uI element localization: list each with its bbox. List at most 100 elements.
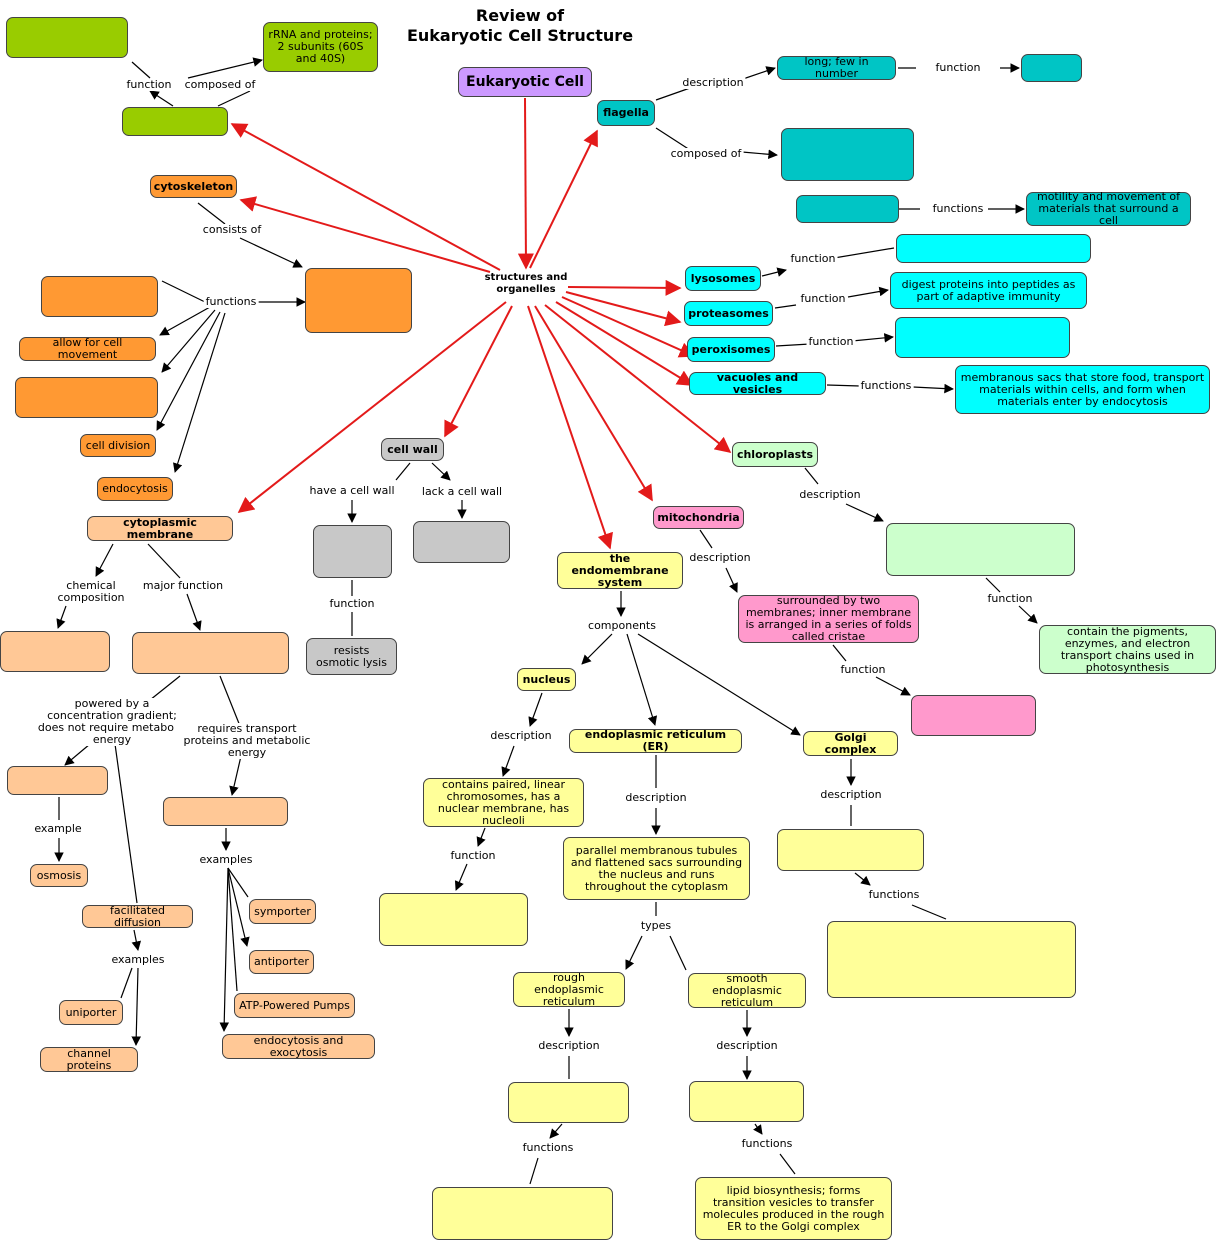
link-connector [655, 87, 691, 101]
vacuoles-function-box[interactable]: membranous sacs that store food, transpo… [955, 365, 1210, 414]
link-connector [187, 57, 263, 79]
cytoskeleton-components-box[interactable] [305, 268, 412, 333]
symporter-box[interactable]: symporter [249, 899, 316, 924]
peroxisomes-node[interactable]: peroxisomes [687, 337, 775, 362]
membrane-composition-box[interactable] [0, 631, 110, 672]
link-connector [227, 867, 249, 898]
link-connector [549, 1123, 563, 1139]
flagella-node[interactable]: flagella [597, 100, 655, 126]
peroxisomes-function-box[interactable] [895, 317, 1070, 358]
have-cell-wall-box[interactable] [313, 525, 392, 578]
link-connector [761, 267, 787, 277]
chloroplasts-node[interactable]: chloroplasts [732, 442, 818, 467]
cytoskeleton-node[interactable]: cytoskeleton [150, 175, 237, 198]
rough-er-function-box[interactable] [432, 1187, 613, 1240]
ribosome-composition-box[interactable]: rRNA and proteins; 2 subunits (60S and 4… [263, 22, 378, 72]
cytoskeleton-function-1[interactable] [41, 276, 158, 317]
label-cyto-functions: functions [203, 295, 259, 308]
ribosome-function-box[interactable] [6, 17, 128, 58]
link-connector [114, 743, 138, 904]
hub-connector [444, 305, 513, 438]
nucleus-node[interactable]: nucleus [517, 668, 576, 691]
passive-transport-box[interactable] [7, 766, 108, 795]
flagella-function-box[interactable] [1021, 54, 1082, 82]
link-connector [395, 462, 411, 481]
link-connector [64, 743, 91, 766]
cytoskeleton-function-4[interactable]: cell division [80, 434, 156, 457]
proteasomes-node[interactable]: proteasomes [684, 301, 773, 326]
label-perox-function: function [806, 335, 856, 348]
cell-wall-function-box[interactable]: resists osmotic lysis [306, 638, 397, 675]
lysosomes-function-box[interactable] [896, 234, 1091, 263]
smooth-er-function-box[interactable]: lipid biosynthesis; forms transition ves… [695, 1177, 892, 1240]
osmosis-box[interactable]: osmosis [30, 864, 88, 887]
link-connector [529, 1157, 539, 1185]
er-node[interactable]: endoplasmic reticulum (ER) [569, 729, 742, 753]
uniporter-box[interactable]: uniporter [59, 1000, 123, 1025]
atp-pumps-box[interactable]: ATP-Powered Pumps [234, 993, 355, 1018]
link-connector [741, 149, 778, 160]
lack-cell-wall-box[interactable] [413, 521, 510, 563]
link-connector [1018, 605, 1038, 624]
hub-connector [555, 301, 694, 386]
label-cilia-functions: functions [930, 202, 986, 215]
label-have-wall: have a cell wall [307, 484, 397, 497]
golgi-complex-node[interactable]: Golgi complex [803, 731, 898, 756]
label-chemical-composition: chemical composition [52, 580, 130, 604]
link-connector [173, 312, 226, 473]
cytoskeleton-function-3[interactable] [15, 377, 158, 418]
label-consists-of: consists of [200, 223, 264, 236]
smooth-er-node[interactable]: smooth endoplasmic reticulum [688, 972, 806, 1008]
label-mito-description: description [687, 551, 753, 564]
link-connector [847, 286, 889, 298]
er-description-box[interactable]: parallel membranous tubules and flattene… [563, 837, 750, 900]
proteasomes-function-box[interactable]: digest proteins into peptides as part of… [890, 272, 1087, 309]
hub-node[interactable]: structures and organelles [484, 272, 568, 295]
nucleus-function-box[interactable] [379, 893, 528, 946]
rough-er-node[interactable]: rough endoplasmic reticulum [513, 971, 625, 1007]
label-major-function: major function [140, 579, 226, 592]
hub-connector [561, 296, 696, 358]
label-mito-function: function [838, 663, 888, 676]
label-rough-functions: functions [520, 1141, 576, 1154]
lysosomes-node[interactable]: lysosomes [685, 266, 761, 291]
link-connector [753, 1123, 763, 1135]
chloroplasts-description-box[interactable] [886, 523, 1075, 576]
membrane-major-function-box[interactable] [132, 632, 289, 674]
channel-proteins-box[interactable]: channel proteins [40, 1047, 138, 1072]
cytoskeleton-function-2[interactable]: allow for cell movement [19, 337, 156, 361]
active-transport-box[interactable] [163, 797, 288, 826]
label-nucleus-description: description [488, 729, 554, 742]
link-connector [476, 827, 486, 847]
ribosomes-node[interactable] [122, 107, 228, 136]
endocytosis-exocytosis-box[interactable]: endocytosis and exocytosis [222, 1034, 375, 1059]
mitochondria-node[interactable]: mitochondria [653, 506, 744, 529]
cilia-function-box[interactable]: motility and movement of materials that … [1026, 191, 1191, 227]
mitochondria-description-box[interactable]: surrounded by two membranes; inner membr… [738, 595, 919, 643]
golgi-function-box[interactable] [827, 921, 1076, 998]
link-connector [227, 867, 238, 992]
antiporter-box[interactable]: antiporter [249, 950, 314, 974]
cytoplasmic-membrane-node[interactable]: cytoplasmic membrane [87, 516, 233, 541]
cilia-node[interactable] [796, 195, 899, 223]
root-node[interactable]: Eukaryotic Cell [458, 67, 592, 97]
golgi-description-box[interactable] [777, 829, 924, 871]
mitochondria-function-box[interactable] [911, 695, 1036, 736]
cell-wall-node[interactable]: cell wall [381, 438, 444, 461]
nucleus-description-box[interactable]: contains paired, linear chromosomes, has… [423, 778, 584, 827]
smooth-er-description-box[interactable] [689, 1081, 804, 1122]
title-line-2: Eukaryotic Cell Structure [406, 26, 634, 45]
flagella-composition-box[interactable] [781, 128, 914, 181]
link-connector [217, 90, 251, 107]
label-active-transport: requires transport proteins and metaboli… [175, 723, 319, 759]
endomembrane-system-node[interactable]: the endomembrane system [557, 552, 683, 589]
rough-er-description-box[interactable] [508, 1082, 629, 1123]
vacuoles-vesicles-node[interactable]: vacuoles and vesicles [689, 371, 826, 395]
flagella-description-box[interactable]: long; few in number [777, 56, 896, 80]
facilitated-diffusion-box[interactable]: facilitated diffusion [82, 904, 193, 928]
link-connector [985, 577, 1001, 593]
chloroplasts-function-box[interactable]: contain the pigments, enzymes, and elect… [1039, 625, 1216, 674]
cytoskeleton-function-5[interactable]: endocytosis [97, 477, 173, 501]
label-er-types: types [638, 919, 674, 932]
